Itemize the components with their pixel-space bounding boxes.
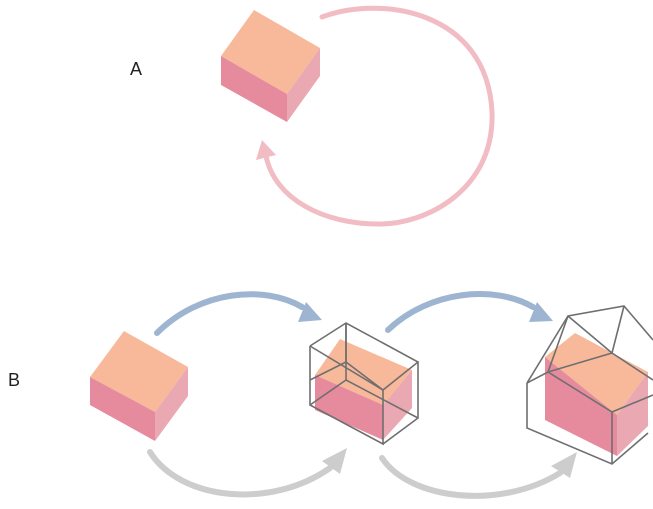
cube-front-face — [90, 377, 155, 441]
cube-top-face — [90, 331, 188, 412]
gray-arrow-2-path — [379, 455, 563, 499]
panel-b-cube-2 — [309, 322, 420, 446]
gray-arrow-1 — [147, 448, 347, 498]
cube-front-face — [315, 375, 383, 440]
blue-arrow-2-path — [385, 291, 536, 333]
wireframe-house — [526, 305, 653, 465]
cube-top-face — [545, 333, 648, 415]
cube-side-face — [383, 370, 412, 440]
gray-arrow-1-head — [322, 448, 347, 474]
cube-side-face — [287, 48, 320, 122]
blue-arrow-1 — [154, 291, 322, 336]
cube-side-face — [155, 367, 188, 441]
blue-arrow-1-head — [298, 302, 322, 322]
blue-arrow-1-path — [154, 291, 305, 336]
cycle-arrowhead — [256, 140, 276, 160]
panel-b-cube-1 — [90, 331, 188, 441]
gray-arrow-2 — [379, 452, 577, 499]
gray-arrow-1-path — [147, 449, 333, 498]
blue-arrow-2-head — [529, 302, 553, 322]
panel-b-cube-3 — [526, 305, 653, 465]
panel-a-cycle-arrow — [256, 5, 495, 227]
gray-arrow-2-head — [551, 452, 577, 478]
cube-top-face — [221, 10, 320, 94]
wireframe-box — [309, 322, 420, 446]
blue-arrow-2 — [385, 291, 553, 333]
cycle-arrow-path — [263, 5, 495, 227]
panel-a-cube — [221, 10, 320, 122]
panel-a-label: A — [130, 59, 142, 79]
cube-side-face — [617, 372, 648, 456]
panel-b-label: B — [8, 370, 20, 390]
cube-top-face — [315, 339, 412, 405]
cube-front-face — [221, 56, 287, 122]
